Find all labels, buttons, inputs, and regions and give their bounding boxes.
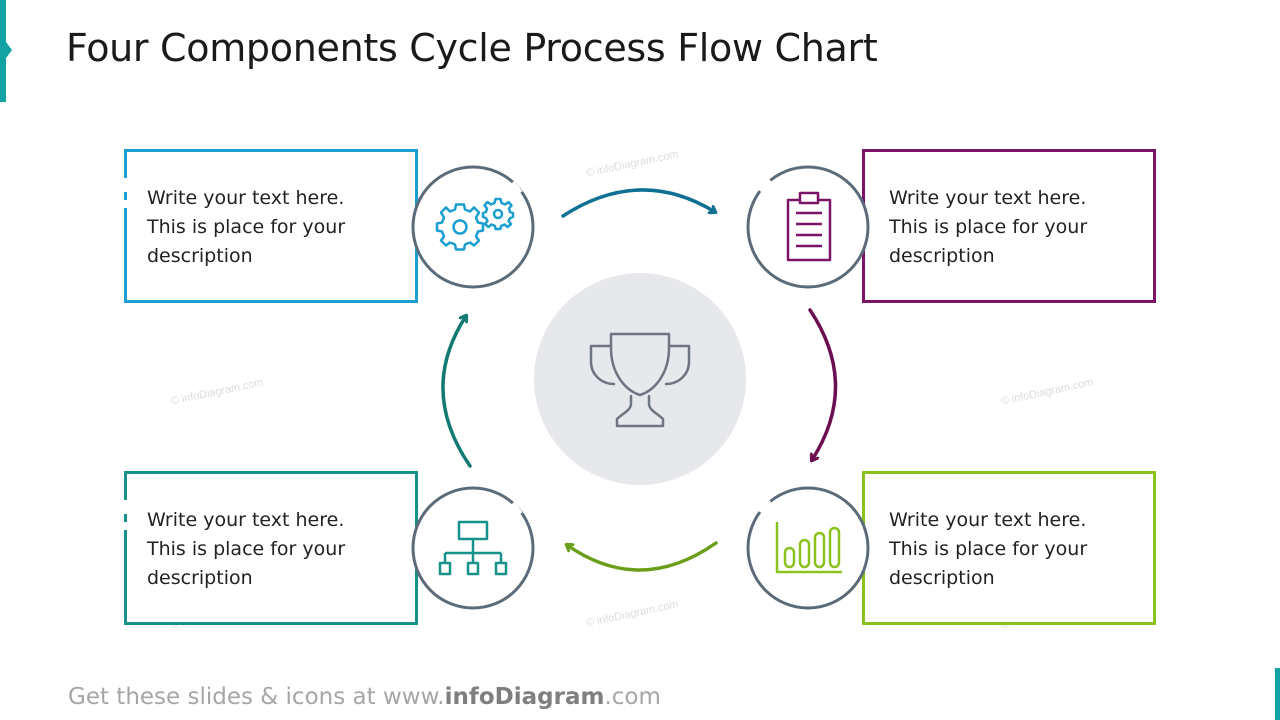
footer-prefix: Get these slides & icons at www. xyxy=(68,684,445,710)
component-text: Write your text here. This is place for … xyxy=(889,506,1149,593)
component-line: Write your text here. xyxy=(889,509,1087,531)
component-box-top-left: Write your text here. This is place for … xyxy=(124,149,418,303)
page-title: Four Components Cycle Process Flow Chart xyxy=(66,26,878,70)
footer-suffix: .com xyxy=(604,684,661,710)
border-gap xyxy=(1156,522,1166,530)
arrow-right xyxy=(808,308,838,460)
component-line: description xyxy=(889,567,995,589)
border-gap xyxy=(1156,200,1166,208)
bar-chart-icon xyxy=(775,522,842,574)
component-line: This is place for your xyxy=(889,216,1088,238)
component-line: description xyxy=(147,245,253,267)
component-box-bottom-right: Write your text here. This is place for … xyxy=(862,471,1156,625)
accent-bar-right xyxy=(1275,668,1280,720)
border-gap xyxy=(120,522,130,530)
hierarchy-icon xyxy=(438,520,508,576)
component-line: Write your text here. xyxy=(147,187,345,209)
gears-icon xyxy=(435,197,515,251)
component-line: Write your text here. xyxy=(889,187,1087,209)
border-gap xyxy=(120,178,130,192)
icon-circle-top-left xyxy=(411,165,535,289)
component-line: description xyxy=(147,567,253,589)
footer: Get these slides & icons at www.infoDiag… xyxy=(68,684,661,710)
component-text: Write your text here. This is place for … xyxy=(147,506,407,593)
border-gap xyxy=(418,178,428,192)
trophy-icon xyxy=(589,332,691,428)
accent-bar xyxy=(0,0,6,102)
arrow-top xyxy=(561,188,715,218)
component-box-bottom-left: Write your text here. This is place for … xyxy=(124,471,418,625)
footer-brand[interactable]: infoDiagram xyxy=(444,684,605,710)
border-gap xyxy=(1156,500,1166,514)
component-line: This is place for your xyxy=(147,538,346,560)
clipboard-icon xyxy=(786,191,832,262)
border-gap xyxy=(1156,178,1166,192)
component-text: Write your text here. This is place for … xyxy=(147,184,407,271)
border-gap xyxy=(120,500,130,514)
component-line: description xyxy=(889,245,995,267)
center-circle xyxy=(534,273,746,485)
border-gap xyxy=(120,200,130,208)
arrow-left xyxy=(441,316,472,468)
component-text: Write your text here. This is place for … xyxy=(889,184,1149,271)
accent-notch xyxy=(6,42,12,58)
component-line: This is place for your xyxy=(147,216,346,238)
arrow-bottom xyxy=(567,541,718,572)
component-line: This is place for your xyxy=(889,538,1088,560)
icon-circle-top-right xyxy=(746,165,870,289)
component-line: Write your text here. xyxy=(147,509,345,531)
